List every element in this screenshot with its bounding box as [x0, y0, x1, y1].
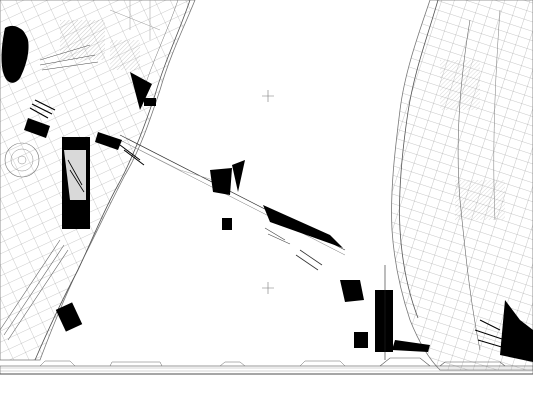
elevation-strip	[0, 357, 533, 375]
left-shore-urban-plan	[0, 0, 196, 361]
crosshair-marker-top	[262, 90, 274, 102]
crossing-path	[95, 72, 430, 360]
crosshair-marker-bottom	[262, 282, 274, 294]
right-shore-urban-plan	[391, 0, 533, 371]
